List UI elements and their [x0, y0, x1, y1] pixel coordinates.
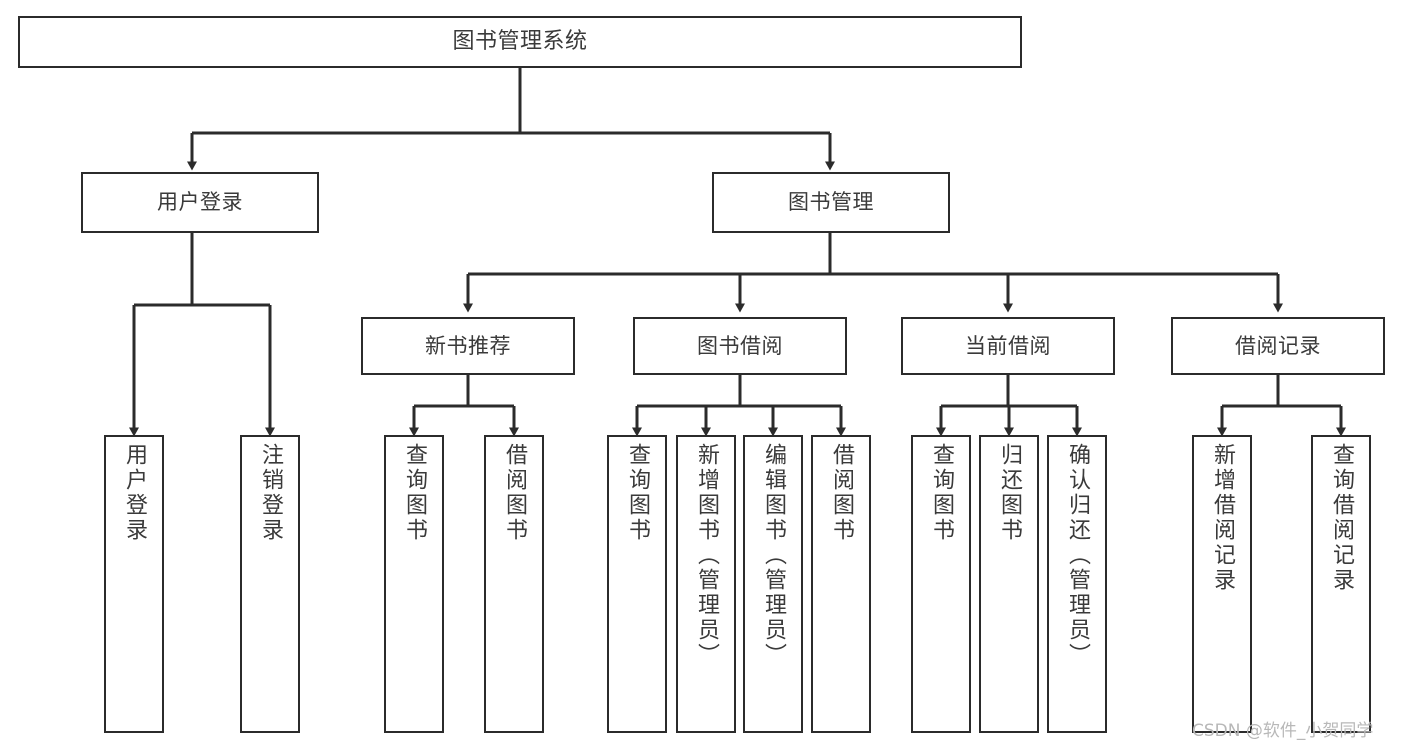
leaf-query-record[interactable]: 查询借阅记录	[1311, 435, 1371, 733]
leaf-query-book-2[interactable]: 查询图书	[607, 435, 667, 733]
node-root[interactable]: 图书管理系统	[18, 16, 1022, 68]
leaf-query-book-3[interactable]: 查询图书	[911, 435, 971, 733]
node-book-manage-label: 图书管理	[788, 190, 874, 215]
leaf-borrow-book-1-label: 借阅图书	[502, 443, 527, 543]
leaf-edit-book-label: 编辑图书（管理员）	[761, 443, 786, 668]
node-book-manage[interactable]: 图书管理	[712, 172, 950, 233]
node-book-borrow-label: 图书借阅	[697, 333, 783, 358]
node-current-borrow-label: 当前借阅	[965, 333, 1051, 358]
leaf-add-record[interactable]: 新增借阅记录	[1192, 435, 1252, 733]
leaf-user-login[interactable]: 用户登录	[104, 435, 164, 733]
leaf-query-record-label: 查询借阅记录	[1329, 443, 1354, 593]
node-user-login-label: 用户登录	[157, 190, 243, 215]
node-new-book-recommend-label: 新书推荐	[425, 333, 511, 358]
leaf-borrow-book-2[interactable]: 借阅图书	[811, 435, 871, 733]
leaf-query-book-1[interactable]: 查询图书	[384, 435, 444, 733]
leaf-confirm-return-label: 确认归还（管理员）	[1065, 443, 1090, 668]
node-user-login[interactable]: 用户登录	[81, 172, 319, 233]
leaf-logout-login-label: 注销登录	[258, 443, 283, 543]
leaf-add-record-label: 新增借阅记录	[1210, 443, 1235, 593]
leaf-edit-book[interactable]: 编辑图书（管理员）	[743, 435, 803, 733]
leaf-return-book[interactable]: 归还图书	[979, 435, 1039, 733]
leaf-user-login-label: 用户登录	[122, 443, 147, 543]
node-current-borrow[interactable]: 当前借阅	[901, 317, 1115, 375]
node-root-label: 图书管理系统	[452, 29, 588, 55]
node-new-book-recommend[interactable]: 新书推荐	[361, 317, 575, 375]
leaf-add-book[interactable]: 新增图书（管理员）	[676, 435, 736, 733]
leaf-query-book-3-label: 查询图书	[929, 443, 954, 543]
node-borrow-record[interactable]: 借阅记录	[1171, 317, 1385, 375]
leaf-query-book-2-label: 查询图书	[625, 443, 650, 543]
watermark: CSDN @软件_小贺同学	[1192, 721, 1374, 741]
node-book-borrow[interactable]: 图书借阅	[633, 317, 847, 375]
leaf-borrow-book-2-label: 借阅图书	[829, 443, 854, 543]
leaf-query-book-1-label: 查询图书	[402, 443, 427, 543]
leaf-borrow-book-1[interactable]: 借阅图书	[484, 435, 544, 733]
leaf-add-book-label: 新增图书（管理员）	[694, 443, 719, 668]
leaf-confirm-return[interactable]: 确认归还（管理员）	[1047, 435, 1107, 733]
leaf-return-book-label: 归还图书	[997, 443, 1022, 543]
node-borrow-record-label: 借阅记录	[1235, 333, 1321, 358]
leaf-logout-login[interactable]: 注销登录	[240, 435, 300, 733]
